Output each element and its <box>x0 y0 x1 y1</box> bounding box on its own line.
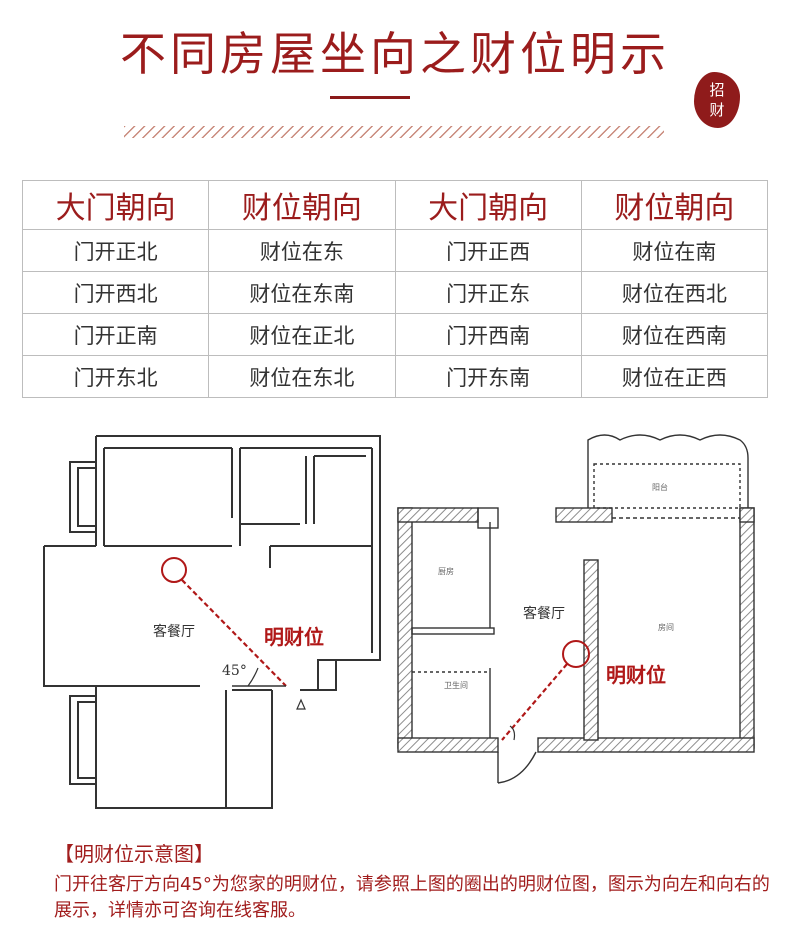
floor-plans: 客餐厅 明财位 45° 阳台 厨房 卫生间 房间 <box>43 434 755 809</box>
table-cell: 门开正北 <box>21 229 210 272</box>
table-cell: 门开东南 <box>394 355 582 398</box>
table-row: 门开正南 财位在正北 门开西南 财位在西南 <box>21 313 769 356</box>
table-row: 门开西北 财位在东南 门开正东 财位在西北 <box>21 271 769 314</box>
left-room-label: 客餐厅 <box>153 623 195 640</box>
right-marker-label: 明财位 <box>606 663 666 687</box>
caption-title: 【明财位示意图】 <box>54 842 214 866</box>
left-angle-label: 45° <box>222 663 247 679</box>
table-cell: 财位在南 <box>580 229 769 272</box>
table-row: 门开正北 财位在东 门开正西 财位在南 <box>21 229 769 272</box>
table-cell: 门开西南 <box>394 313 582 356</box>
table-cell: 门开东北 <box>21 355 210 398</box>
left-compass-marker <box>296 698 306 710</box>
left-wealth-marker <box>161 557 287 687</box>
table-cell: 门开正南 <box>21 313 210 356</box>
right-room-label: 客餐厅 <box>523 605 565 622</box>
header-wealth-direction-2: 财位朝向 <box>580 180 769 230</box>
seal-stamp: 招 财 <box>694 72 740 128</box>
left-marker-label: 明财位 <box>264 625 324 649</box>
right-bath-label: 卫生间 <box>444 680 468 690</box>
page-title: 不同房屋坐向之财位明示 <box>120 27 670 81</box>
header-door-direction-2: 大门朝向 <box>394 180 582 230</box>
table-header-row: 大门朝向 财位朝向 大门朝向 财位朝向 <box>21 180 769 230</box>
direction-table: 大门朝向 财位朝向 大门朝向 财位朝向 门开正北 财位在东 门开正西 财位在南 … <box>21 180 769 398</box>
table-row: 门开东北 财位在东北 门开东南 财位在正西 <box>21 355 769 398</box>
right-floor-plan: 阳台 厨房 卫生间 房间 <box>397 434 755 784</box>
left-floor-plan <box>43 435 381 809</box>
caption-body: 门开往客厅方向45°为您家的明财位，请参照上图的圈出的明财位图，图示为向左和向右… <box>54 874 770 921</box>
table-cell: 财位在东北 <box>208 355 396 398</box>
seal-char-2: 财 <box>709 101 725 119</box>
seal-char-1: 招 <box>709 81 725 99</box>
table-cell: 门开正东 <box>394 271 582 314</box>
right-bedroom-label: 房间 <box>658 622 674 632</box>
table-cell: 门开正西 <box>394 229 582 272</box>
table-cell: 财位在正西 <box>580 355 769 398</box>
title-underline <box>330 96 410 99</box>
table-cell: 财位在西南 <box>580 313 769 356</box>
right-balcony-label: 阳台 <box>652 482 668 492</box>
header-wealth-direction-1: 财位朝向 <box>208 180 396 230</box>
table-cell: 财位在正北 <box>208 313 396 356</box>
table-cell: 财位在东 <box>208 229 396 272</box>
right-wealth-marker <box>501 640 590 741</box>
table-cell: 门开西北 <box>21 271 210 314</box>
decorative-divider <box>124 126 664 138</box>
table-cell: 财位在东南 <box>208 271 396 314</box>
header-door-direction-1: 大门朝向 <box>21 180 210 230</box>
table-cell: 财位在西北 <box>580 271 769 314</box>
right-kitchen-label: 厨房 <box>438 566 454 576</box>
